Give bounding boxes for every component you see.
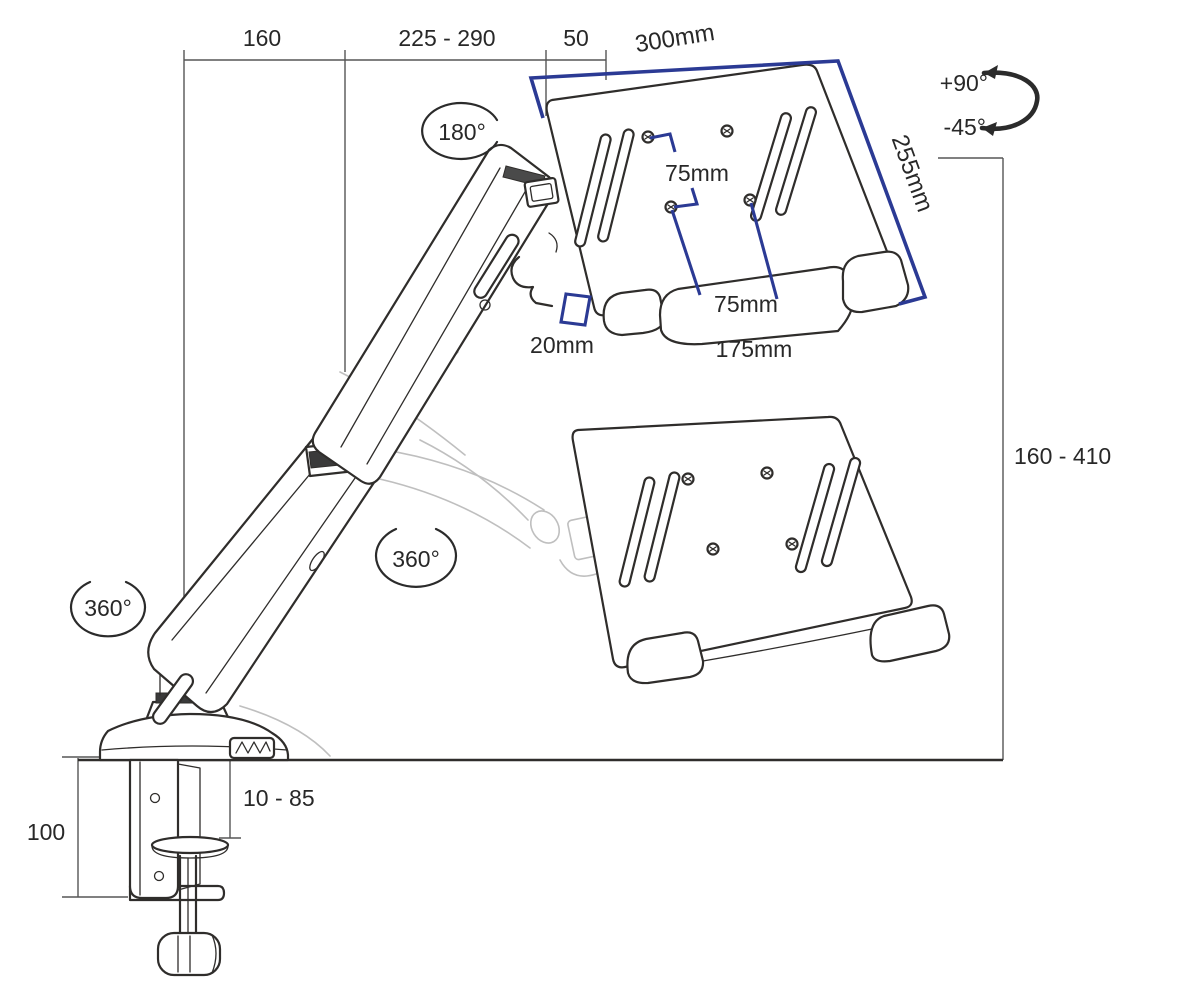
height-dimension <box>938 157 1004 760</box>
desk-clamp <box>128 758 230 977</box>
vesa-spacing-marks <box>649 132 779 300</box>
lip-depth-mark <box>559 292 592 327</box>
label-dim-elbow-to-head: 225 - 290 <box>398 25 495 51</box>
cable-channel-icon <box>235 741 271 754</box>
label-lip-depth: 20mm <box>530 332 594 358</box>
label-vesa-vertical: 75mm <box>665 160 729 186</box>
label-height-range: 160 - 410 <box>1014 443 1111 469</box>
arrowhead-down-icon <box>982 122 997 136</box>
upper-arm-link <box>311 143 556 485</box>
label-base-swivel: 360° <box>84 595 132 621</box>
label-tilt-up: +90° <box>940 70 988 96</box>
label-desk-thickness: 10 - 85 <box>243 785 315 811</box>
tray-upper <box>545 63 910 346</box>
label-tilt-down: -45° <box>944 114 986 140</box>
clamp-height-dimension <box>62 756 128 898</box>
label-vesa-horizontal: 75mm <box>714 291 778 317</box>
tray-size-bracket <box>528 59 928 306</box>
rotation-ring-mid-icon <box>374 527 458 588</box>
top-dimension <box>183 50 607 600</box>
rotation-ring-base-icon <box>69 580 147 638</box>
label-clamp-height: 100 <box>27 819 65 845</box>
desk-thickness-dimension <box>219 761 241 839</box>
label-head-swivel: 180° <box>438 119 486 145</box>
label-lip-width: 175mm <box>716 336 793 362</box>
tray-lower <box>571 415 951 685</box>
tilt-range-arrow <box>979 65 1040 136</box>
vesa-holes-upper <box>641 124 757 214</box>
label-mid-joint-swivel: 360° <box>392 546 440 572</box>
lower-arm-link <box>147 434 380 725</box>
arrowhead-up-icon <box>984 65 998 79</box>
head-clip <box>523 176 560 208</box>
label-dim-head-to-tray: 50 <box>563 25 589 51</box>
clamp-screw <box>150 835 230 977</box>
label-tray-depth: 255mm <box>886 131 939 215</box>
clamp-knob <box>156 931 222 977</box>
vesa-holes-lower <box>681 466 799 556</box>
label-tray-width: 300mm <box>633 19 716 58</box>
label-dim-base-to-elbow: 160 <box>243 25 281 51</box>
rotation-ring-head-icon <box>421 101 499 161</box>
